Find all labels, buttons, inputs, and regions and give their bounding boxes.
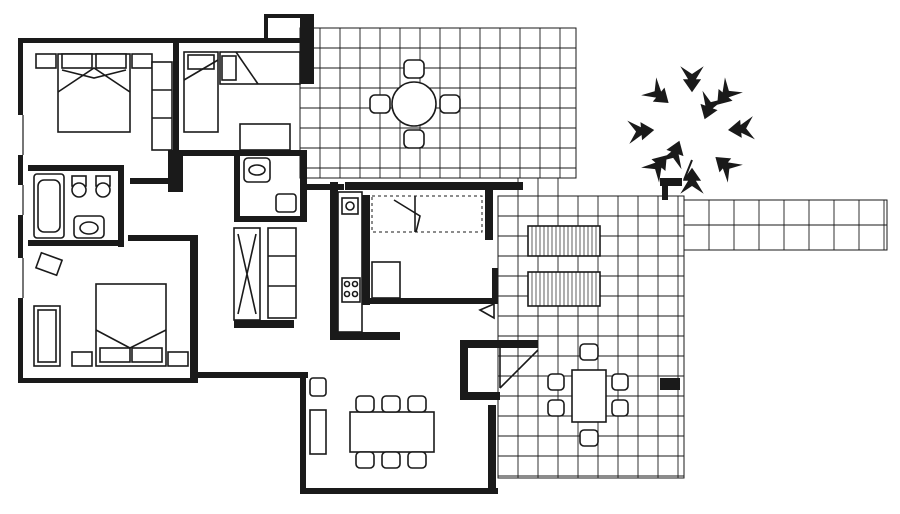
dining-table-icon: [349, 395, 435, 469]
bidet-icon: [71, 175, 87, 198]
dining-table-icon: [547, 343, 629, 447]
walls: [18, 14, 682, 494]
dining-table-icon: [369, 59, 461, 149]
sink-icon: [341, 197, 359, 215]
nightstand: [71, 351, 93, 367]
wardrobe: [233, 227, 261, 321]
bedroom-2: [183, 51, 301, 151]
fridge: [371, 261, 401, 299]
stove-icon: [341, 277, 361, 303]
storage: [233, 157, 297, 321]
sun-loungers: [527, 225, 601, 307]
lounger-icon: [527, 271, 601, 307]
patio-table-rect: [547, 343, 629, 447]
sink-icon: [73, 215, 105, 239]
counter: [337, 191, 363, 333]
sink-icon: [243, 157, 271, 183]
dining-area: [309, 302, 539, 469]
patio-table-round: [369, 59, 461, 149]
sideboard: [309, 409, 327, 455]
lounger-icon: [527, 225, 601, 257]
bathroom: [33, 173, 111, 239]
bed-icon: [183, 51, 219, 133]
desk: [239, 123, 291, 151]
right-terrace: [497, 178, 685, 479]
bed-icon: [219, 51, 301, 85]
top-terrace: [299, 27, 577, 179]
bed-icon: [95, 283, 167, 367]
wardrobe: [151, 61, 173, 151]
bedroom-3: [33, 251, 189, 367]
armchair: [34, 251, 64, 277]
garden-path: [683, 199, 888, 251]
nightstand: [131, 53, 153, 69]
shelves: [267, 227, 297, 319]
bedroom-1: [35, 53, 173, 151]
armchair: [309, 377, 327, 397]
nightstand: [167, 351, 189, 367]
tree-icon: [627, 66, 755, 194]
door-icon: [478, 302, 495, 320]
bed-icon: [57, 53, 131, 133]
kitchen: [337, 191, 483, 333]
toilet-icon: [275, 193, 297, 213]
bathtub-icon: [33, 173, 65, 239]
toilet-icon: [95, 175, 111, 198]
nightstand: [35, 53, 57, 69]
